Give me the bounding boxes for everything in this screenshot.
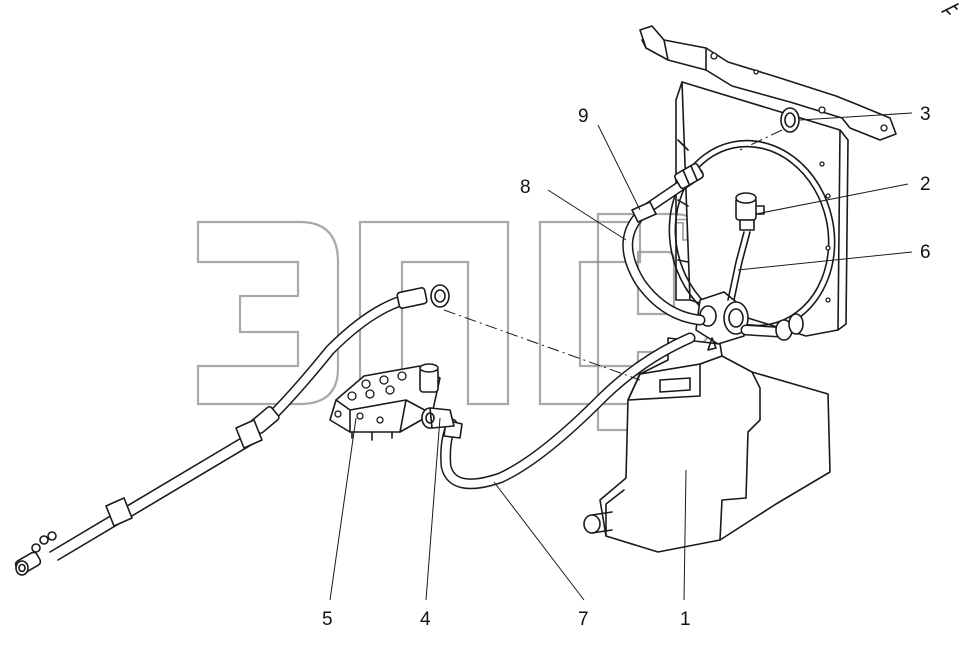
mounting-bracket [639,25,897,151]
elbow-fitting [740,313,804,341]
callout-1: 1 [680,609,691,630]
callout-9: 9 [578,106,589,127]
callout-3: 3 [920,104,931,125]
center-line-1 [443,309,641,381]
radiator-shroud [668,81,849,337]
callout-5: 5 [322,609,333,630]
callout-2: 2 [920,174,931,195]
hydraulic-tank [583,337,831,553]
valve-block [329,363,455,441]
leader-lines [329,112,913,601]
callout-4: 4 [420,609,431,630]
suction-hose [250,284,450,435]
return-hose [622,162,706,326]
callout-7: 7 [578,609,589,630]
thin-tube [727,231,751,301]
callout-6: 6 [920,242,931,263]
sensor [735,192,765,231]
corner-mark [941,3,959,15]
steering-pipe [14,419,263,576]
filter-head [695,291,749,351]
callout-8: 8 [520,177,531,198]
